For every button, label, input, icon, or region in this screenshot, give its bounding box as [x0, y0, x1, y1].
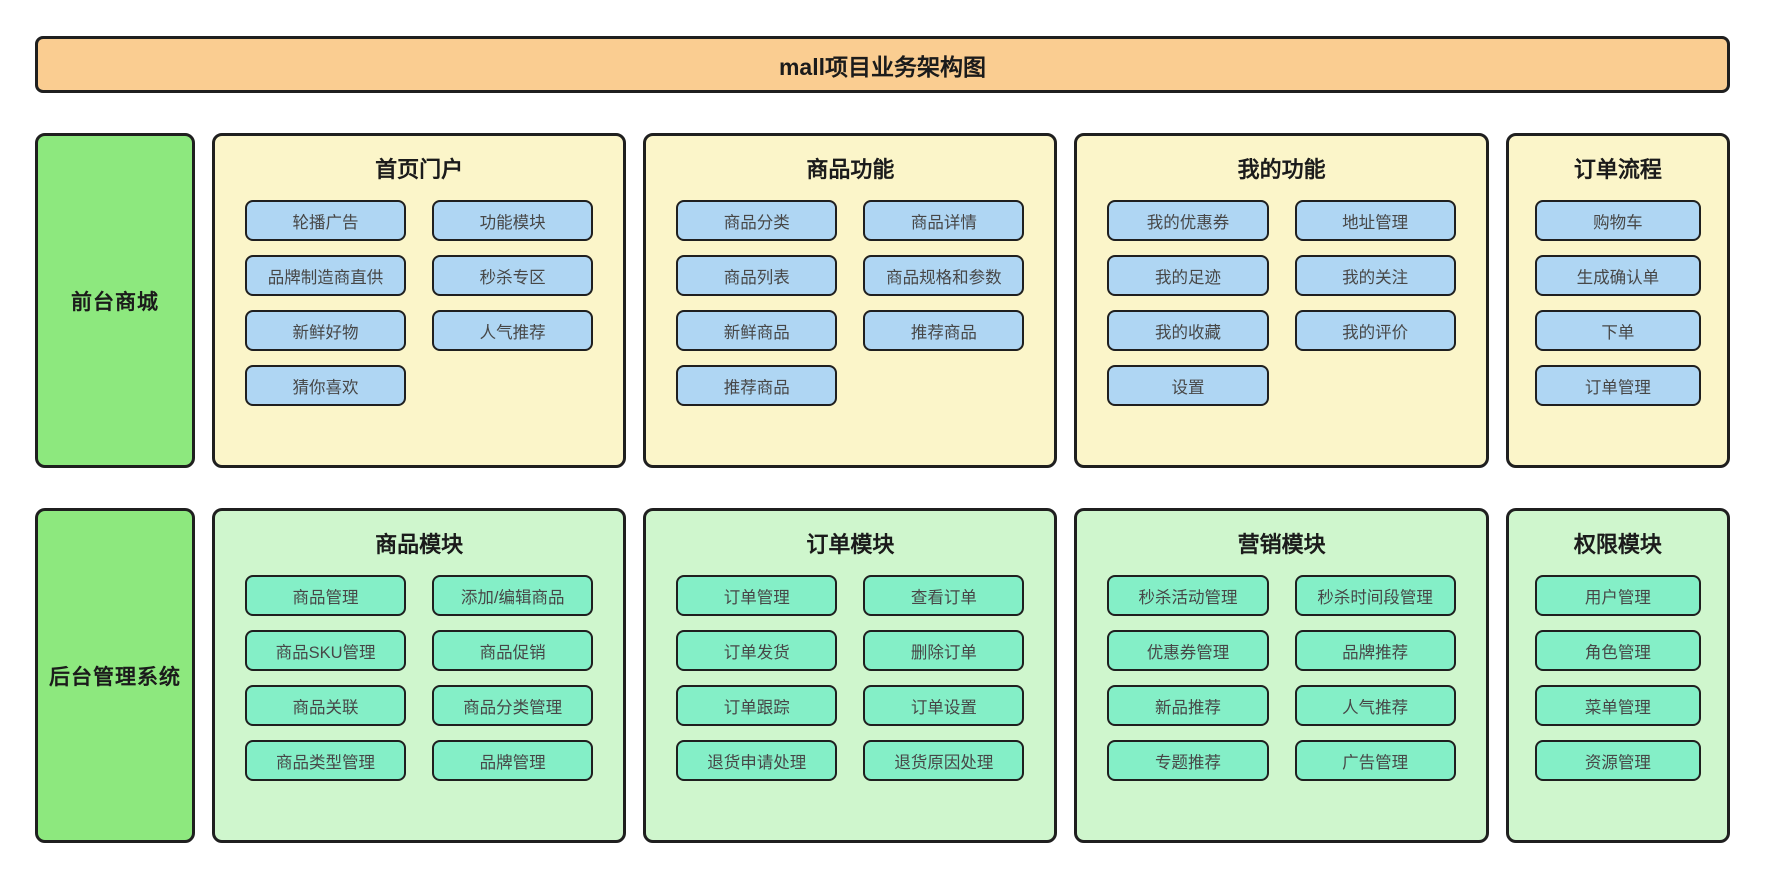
side-label-frontend-mall: 前台商城 [35, 133, 195, 468]
node-product-module-6: 商品类型管理 [245, 740, 407, 781]
panel-title: 商品功能 [806, 157, 895, 182]
node-product-features-5: 推荐商品 [863, 310, 1025, 351]
node-my-features-3: 我的关注 [1294, 255, 1456, 296]
node-product-features-3: 商品规格和参数 [863, 255, 1025, 296]
diagram-title-bar: mall项目业务架构图 [35, 36, 1730, 93]
node-product-features-1: 商品详情 [863, 200, 1025, 241]
node-home-portal-6: 猜你喜欢 [245, 365, 407, 406]
node-order-flow-2: 下单 [1534, 310, 1702, 351]
node-marketing-module-4: 新品推荐 [1107, 685, 1269, 726]
node-my-features-6: 设置 [1107, 365, 1269, 406]
panel-marketing-module: 营销模块 秒杀活动管理秒杀时间段管理优惠券管理品牌推荐新品推荐人气推荐专题推荐广… [1074, 508, 1489, 843]
panel-permission-module: 权限模块 用户管理角色管理菜单管理资源管理 [1505, 508, 1731, 843]
row-frontend-mall: 前台商城 首页门户 轮播广告功能模块品牌制造商直供秒杀专区新鲜好物人气推荐猜你喜… [35, 133, 1731, 468]
node-order-module-2: 订单发货 [676, 630, 838, 671]
diagram-rows: 前台商城 首页门户 轮播广告功能模块品牌制造商直供秒杀专区新鲜好物人气推荐猜你喜… [35, 133, 1731, 883]
node-permission-module-3: 资源管理 [1534, 740, 1702, 781]
node-my-features-4: 我的收藏 [1107, 310, 1269, 351]
panel-order-flow: 订单流程 购物车生成确认单下单订单管理 [1505, 133, 1731, 468]
panel-nodes: 商品管理添加/编辑商品商品SKU管理商品促销商品关联商品分类管理商品类型管理品牌… [215, 561, 623, 799]
node-product-module-3: 商品促销 [432, 630, 594, 671]
node-product-features-2: 商品列表 [676, 255, 838, 296]
diagram-title: mall项目业务架构图 [778, 53, 987, 80]
node-product-module-4: 商品关联 [245, 685, 407, 726]
panel-product-module: 商品模块 商品管理添加/编辑商品商品SKU管理商品促销商品关联商品分类管理商品类… [212, 508, 627, 843]
node-product-features-0: 商品分类 [676, 200, 838, 241]
node-order-module-0: 订单管理 [676, 575, 838, 616]
node-home-portal-2: 品牌制造商直供 [245, 255, 407, 296]
node-marketing-module-3: 品牌推荐 [1294, 630, 1456, 671]
node-home-portal-1: 功能模块 [432, 200, 594, 241]
node-order-module-6: 退货申请处理 [676, 740, 838, 781]
panel-order-module: 订单模块 订单管理查看订单订单发货删除订单订单跟踪订单设置退货申请处理退货原因处… [643, 508, 1058, 843]
node-product-module-1: 添加/编辑商品 [432, 575, 594, 616]
node-permission-module-2: 菜单管理 [1534, 685, 1702, 726]
panel-title: 权限模块 [1573, 532, 1662, 557]
node-home-portal-4: 新鲜好物 [245, 310, 407, 351]
node-marketing-module-7: 广告管理 [1294, 740, 1456, 781]
node-order-module-4: 订单跟踪 [676, 685, 838, 726]
node-order-flow-1: 生成确认单 [1534, 255, 1702, 296]
panel-home-portal: 首页门户 轮播广告功能模块品牌制造商直供秒杀专区新鲜好物人气推荐猜你喜欢 [212, 133, 627, 468]
node-order-flow-3: 订单管理 [1534, 365, 1702, 406]
node-marketing-module-2: 优惠券管理 [1107, 630, 1269, 671]
panel-nodes: 秒杀活动管理秒杀时间段管理优惠券管理品牌推荐新品推荐人气推荐专题推荐广告管理 [1077, 561, 1485, 799]
node-my-features-2: 我的足迹 [1107, 255, 1269, 296]
panel-title: 我的功能 [1237, 157, 1326, 182]
node-product-module-7: 品牌管理 [432, 740, 594, 781]
row-panels: 首页门户 轮播广告功能模块品牌制造商直供秒杀专区新鲜好物人气推荐猜你喜欢 商品功… [212, 133, 1731, 468]
panel-title: 订单模块 [806, 532, 895, 557]
panel-nodes: 订单管理查看订单订单发货删除订单订单跟踪订单设置退货申请处理退货原因处理 [646, 561, 1054, 799]
panel-title: 营销模块 [1237, 532, 1326, 557]
node-marketing-module-0: 秒杀活动管理 [1107, 575, 1269, 616]
row-panels: 商品模块 商品管理添加/编辑商品商品SKU管理商品促销商品关联商品分类管理商品类… [212, 508, 1731, 843]
panel-nodes: 我的优惠券地址管理我的足迹我的关注我的收藏我的评价设置 [1077, 186, 1485, 424]
node-marketing-module-6: 专题推荐 [1107, 740, 1269, 781]
node-product-module-5: 商品分类管理 [432, 685, 594, 726]
node-my-features-1: 地址管理 [1294, 200, 1456, 241]
row-backend-admin: 后台管理系统 商品模块 商品管理添加/编辑商品商品SKU管理商品促销商品关联商品… [35, 508, 1731, 843]
panel-nodes: 用户管理角色管理菜单管理资源管理 [1509, 561, 1727, 799]
side-label-backend-admin: 后台管理系统 [35, 508, 195, 843]
panel-product-features: 商品功能 商品分类商品详情商品列表商品规格和参数新鲜商品推荐商品推荐商品 [643, 133, 1058, 468]
node-marketing-module-1: 秒杀时间段管理 [1294, 575, 1456, 616]
node-order-module-7: 退货原因处理 [863, 740, 1025, 781]
panel-nodes: 轮播广告功能模块品牌制造商直供秒杀专区新鲜好物人气推荐猜你喜欢 [215, 186, 623, 424]
panel-nodes: 商品分类商品详情商品列表商品规格和参数新鲜商品推荐商品推荐商品 [646, 186, 1054, 424]
node-permission-module-0: 用户管理 [1534, 575, 1702, 616]
node-product-features-6: 推荐商品 [676, 365, 838, 406]
node-order-module-5: 订单设置 [863, 685, 1025, 726]
panel-my-features: 我的功能 我的优惠券地址管理我的足迹我的关注我的收藏我的评价设置 [1074, 133, 1489, 468]
node-product-module-2: 商品SKU管理 [245, 630, 407, 671]
node-home-portal-5: 人气推荐 [432, 310, 594, 351]
node-order-module-1: 查看订单 [863, 575, 1025, 616]
panel-title: 订单流程 [1573, 157, 1662, 182]
panel-nodes: 购物车生成确认单下单订单管理 [1509, 186, 1727, 424]
node-permission-module-1: 角色管理 [1534, 630, 1702, 671]
node-my-features-0: 我的优惠券 [1107, 200, 1269, 241]
node-my-features-5: 我的评价 [1294, 310, 1456, 351]
node-order-module-3: 删除订单 [863, 630, 1025, 671]
node-home-portal-3: 秒杀专区 [432, 255, 594, 296]
node-product-features-4: 新鲜商品 [676, 310, 838, 351]
panel-title: 商品模块 [375, 532, 464, 557]
node-marketing-module-5: 人气推荐 [1294, 685, 1456, 726]
panel-title: 首页门户 [375, 157, 464, 182]
node-order-flow-0: 购物车 [1534, 200, 1702, 241]
node-home-portal-0: 轮播广告 [245, 200, 407, 241]
node-product-module-0: 商品管理 [245, 575, 407, 616]
